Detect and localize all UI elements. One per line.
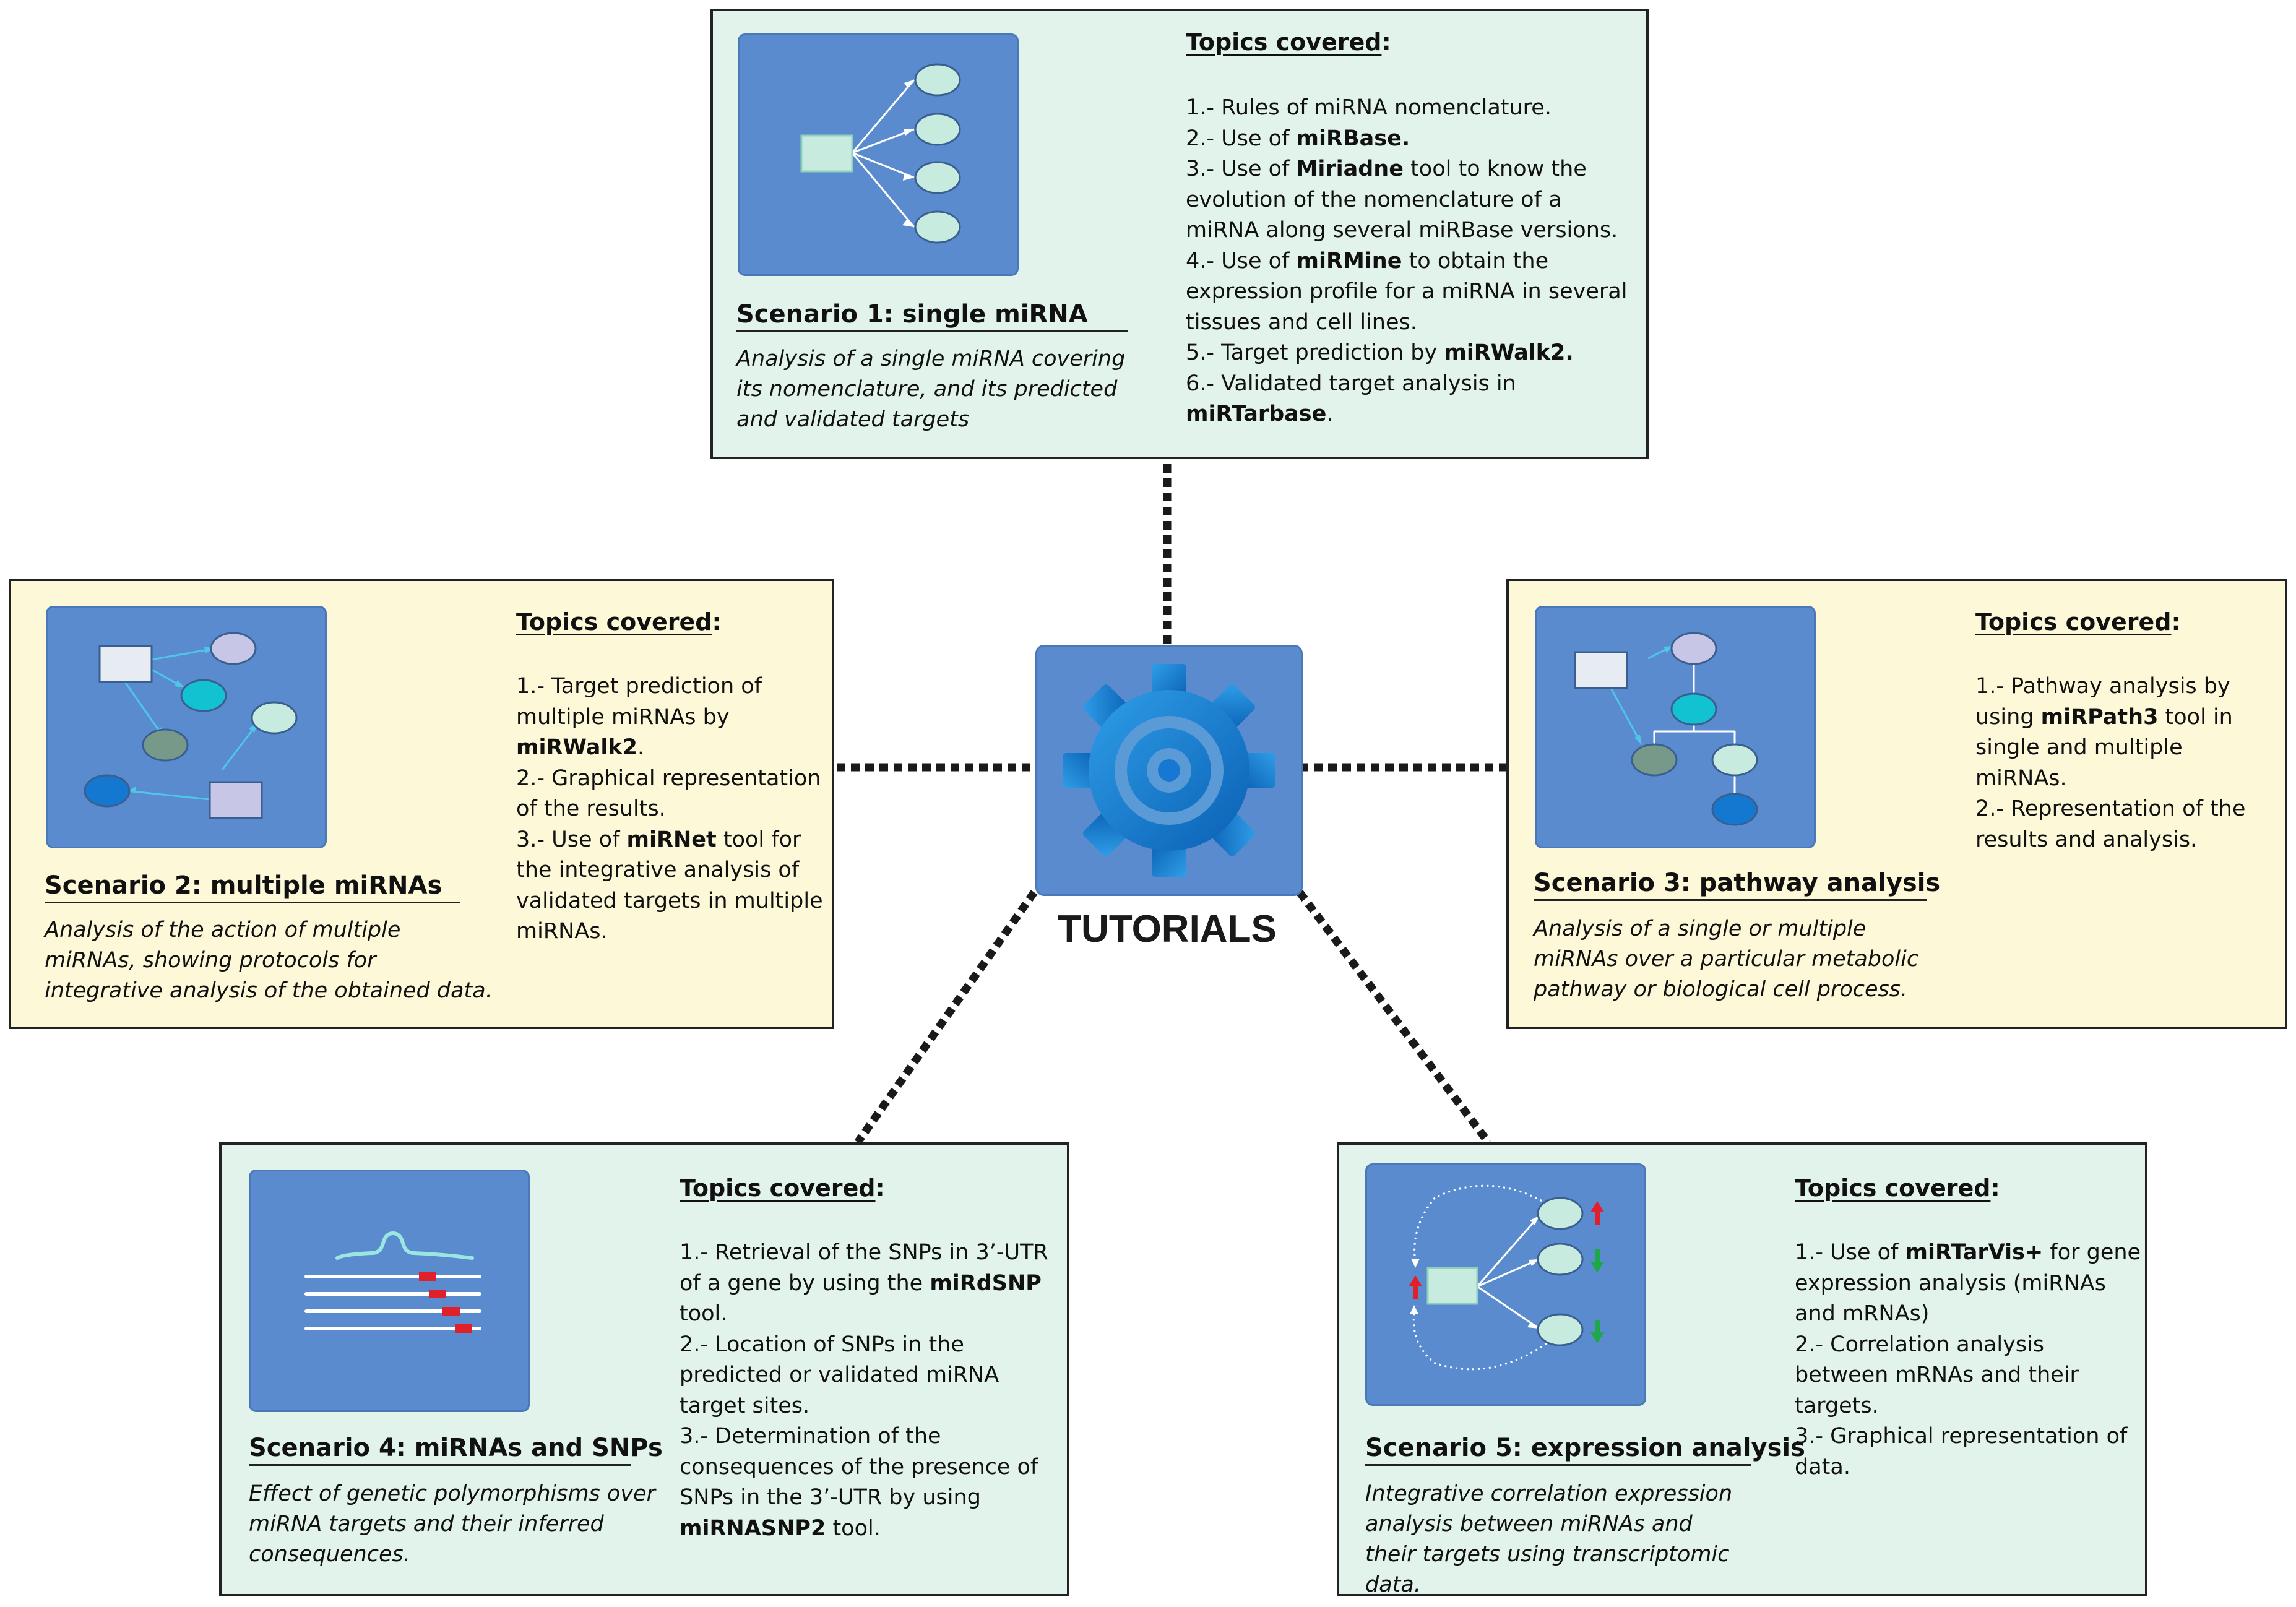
down-arrow-icon [1590, 1249, 1604, 1343]
tool-name: miRTarVis+ [1905, 1240, 2044, 1265]
snp-marker [419, 1272, 436, 1281]
topic-item: 6.- Validated target analysis in miRTarb… [1186, 369, 1631, 430]
tool-name: miRNASNP2 [680, 1515, 826, 1541]
topic-item: 2.- Representation of the results and an… [1975, 794, 2275, 855]
scenario-4-topics-list: 1.- Retrieval of the SNPs in 3’-UTR of a… [680, 1238, 1057, 1544]
scenario-2-panel: Scenario 2: multiple miRNAs Analysis of … [9, 579, 834, 1029]
topic-text: 2.- Graphical representation of the resu… [516, 765, 821, 822]
topic-text: 3.- Determination of the consequences of… [680, 1424, 1038, 1510]
tool-name: miRWalk2. [1444, 340, 1574, 365]
topic-text: 6.- Validated target analysis in [1186, 371, 1516, 396]
topic-item: 1.- Retrieval of the SNPs in 3’-UTR of a… [680, 1238, 1057, 1330]
topic-item: 5.- Target prediction by miRWalk2. [1186, 338, 1631, 369]
scenario-2-thumbnail [46, 606, 327, 848]
scenario-5-thumbnail [1365, 1163, 1646, 1406]
topic-text: to obtain the expression profile for a m… [1186, 248, 1628, 335]
topic-item: 3.- Use of Miriadne tool to know the evo… [1186, 154, 1631, 246]
topic-text: 1.- Retrieval of the SNPs in 3’-UTR of a… [680, 1240, 1048, 1296]
scenario-1-topics-heading: Topics covered: [1186, 28, 1391, 56]
scenario-1-panel: Scenario 1: single miRNA Analysis of a s… [710, 9, 1649, 459]
tool-name: miRTarbase [1186, 402, 1327, 426]
topic-item: 3.- Use of miRNet tool for the integrati… [516, 825, 826, 947]
scenario-3-panel: Scenario 3: pathway analysis Analysis of… [1506, 579, 2287, 1029]
scenario-1-thumbnail [738, 33, 1019, 276]
tool-name: Miriadne [1296, 157, 1404, 181]
tool-name: miRWalk2 [516, 735, 638, 760]
scenario-4-description: Effect of genetic polymorphisms over miR… [249, 1481, 655, 1567]
scenario-5-title: Scenario 5: expression analysis [1365, 1432, 1805, 1466]
topic-text: 1.- Pathway analysis by using [1975, 674, 2230, 730]
topic-text: 3.- Use of [516, 827, 627, 852]
scenario-3-topics-heading: Topics covered: [1975, 608, 2181, 635]
topic-text: 4.- Use of [1186, 248, 1297, 274]
topic-item: 1.- Rules of miRNA nomenclature. [1186, 93, 1631, 124]
scenario-1-topics-list: 1.- Rules of miRNA nomenclature. 2.- Use … [1186, 93, 1631, 430]
topic-text: 1.- Use of [1795, 1240, 1905, 1265]
scenario-2-topics-heading: Topics covered: [516, 608, 722, 635]
topic-text: 2.- Representation of the results and an… [1975, 796, 2246, 852]
topic-item: 1.- Use of miRTarVis+ for gene expressio… [1795, 1238, 2141, 1330]
topic-text: tool. [680, 1301, 728, 1326]
scenario-3-description: Analysis of a single or multiple miRNAs … [1534, 916, 1919, 1002]
scenario-3-topics-list: 1.- Pathway analysis by using miRPath3 t… [1975, 671, 2275, 855]
scenario-5-description: Integrative correlation expression analy… [1365, 1481, 1733, 1597]
topic-text: . [637, 735, 645, 760]
topic-text: 1.- Rules of miRNA nomenclature. [1186, 95, 1552, 120]
topic-item: 3.- Graphical representation of data. [1795, 1421, 2141, 1483]
scenario-3-title: Scenario 3: pathway analysis [1534, 867, 1940, 901]
snp-marker [455, 1324, 472, 1333]
topic-text: tool. [826, 1515, 881, 1541]
tool-name: miRPath3 [2040, 704, 2159, 730]
scenario-2-title: Scenario 2: multiple miRNAs [45, 869, 460, 903]
topic-text: tool in single and multiple miRNAs. [1975, 704, 2233, 791]
topic-text: . [1326, 402, 1334, 426]
snp-marker [429, 1290, 446, 1298]
topic-item: 2.- Correlation analysis between mRNAs a… [1795, 1330, 2141, 1422]
topic-text: tool for the integrative analysis of val… [516, 827, 823, 944]
scenario-4-topics-heading: Topics covered: [680, 1174, 885, 1202]
topic-item: 1.- Pathway analysis by using miRPath3 t… [1975, 671, 2275, 794]
snp-marker [442, 1307, 460, 1316]
tool-name: miRdSNP [930, 1270, 1042, 1296]
tutorials-hub [1035, 645, 1303, 896]
scenario-2-description: Analysis of the action of multiple miRNA… [45, 918, 493, 1003]
topic-item: 2.- Use of miRBase. [1186, 124, 1631, 155]
connector-to-scenario-4 [854, 890, 1038, 1145]
scenario-1-title: Scenario 1: single miRNA [736, 298, 1128, 332]
tool-name: miRBase. [1296, 126, 1410, 151]
topic-item: 2.- Graphical representation of the resu… [516, 764, 826, 825]
topic-text: 2.- Correlation analysis between mRNAs a… [1795, 1332, 2079, 1418]
tutorials-label: TUTORIALS [1058, 908, 1277, 950]
scenario-1-description: Analysis of a single miRNA covering its … [736, 347, 1126, 432]
scenario-4-thumbnail [249, 1170, 530, 1412]
topic-text: 1.- Target prediction of multiple miRNAs… [516, 674, 762, 730]
connector-to-scenario-5 [1296, 890, 1492, 1145]
topic-text: 3.- Use of [1186, 157, 1297, 181]
gear-icon [1063, 664, 1275, 877]
topic-text: 5.- Target prediction by [1186, 340, 1444, 365]
tool-name: miRNet [626, 827, 717, 852]
topic-text: tool to know the evolution of the nomenc… [1186, 157, 1618, 243]
topic-text: for gene expression analysis (miRNAs and… [1795, 1240, 2141, 1326]
topic-item: 2.- Location of SNPs in the predicted or… [680, 1330, 1057, 1422]
topic-item: 3.- Determination of the consequences of… [680, 1421, 1057, 1544]
topic-item: 4.- Use of miRMine to obtain the express… [1186, 246, 1631, 338]
topic-text: 2.- Location of SNPs in the predicted or… [680, 1332, 999, 1418]
scenario-4-panel: Scenario 4: miRNAs and SNPs Effect of ge… [219, 1142, 1069, 1596]
tool-name: miRMine [1296, 248, 1402, 274]
scenario-2-topics-list: 1.- Target prediction of multiple miRNAs… [516, 671, 826, 947]
scenario-5-topics-heading: Topics covered: [1795, 1174, 2000, 1202]
topic-text: 3.- Graphical representation of data. [1795, 1424, 2128, 1480]
scenario-3-thumbnail [1535, 606, 1816, 848]
scenario-4-title: Scenario 4: miRNAs and SNPs [249, 1432, 663, 1466]
topic-item: 1.- Target prediction of multiple miRNAs… [516, 671, 826, 764]
up-arrow-icon [1409, 1201, 1604, 1299]
scenario-5-topics-list: 1.- Use of miRTarVis+ for gene expressio… [1795, 1238, 2141, 1483]
scenario-5-panel: Scenario 5: expression analysis Integrat… [1337, 1142, 2147, 1597]
source-mirna-node [800, 134, 853, 173]
topic-text: 2.- Use of [1186, 126, 1297, 151]
